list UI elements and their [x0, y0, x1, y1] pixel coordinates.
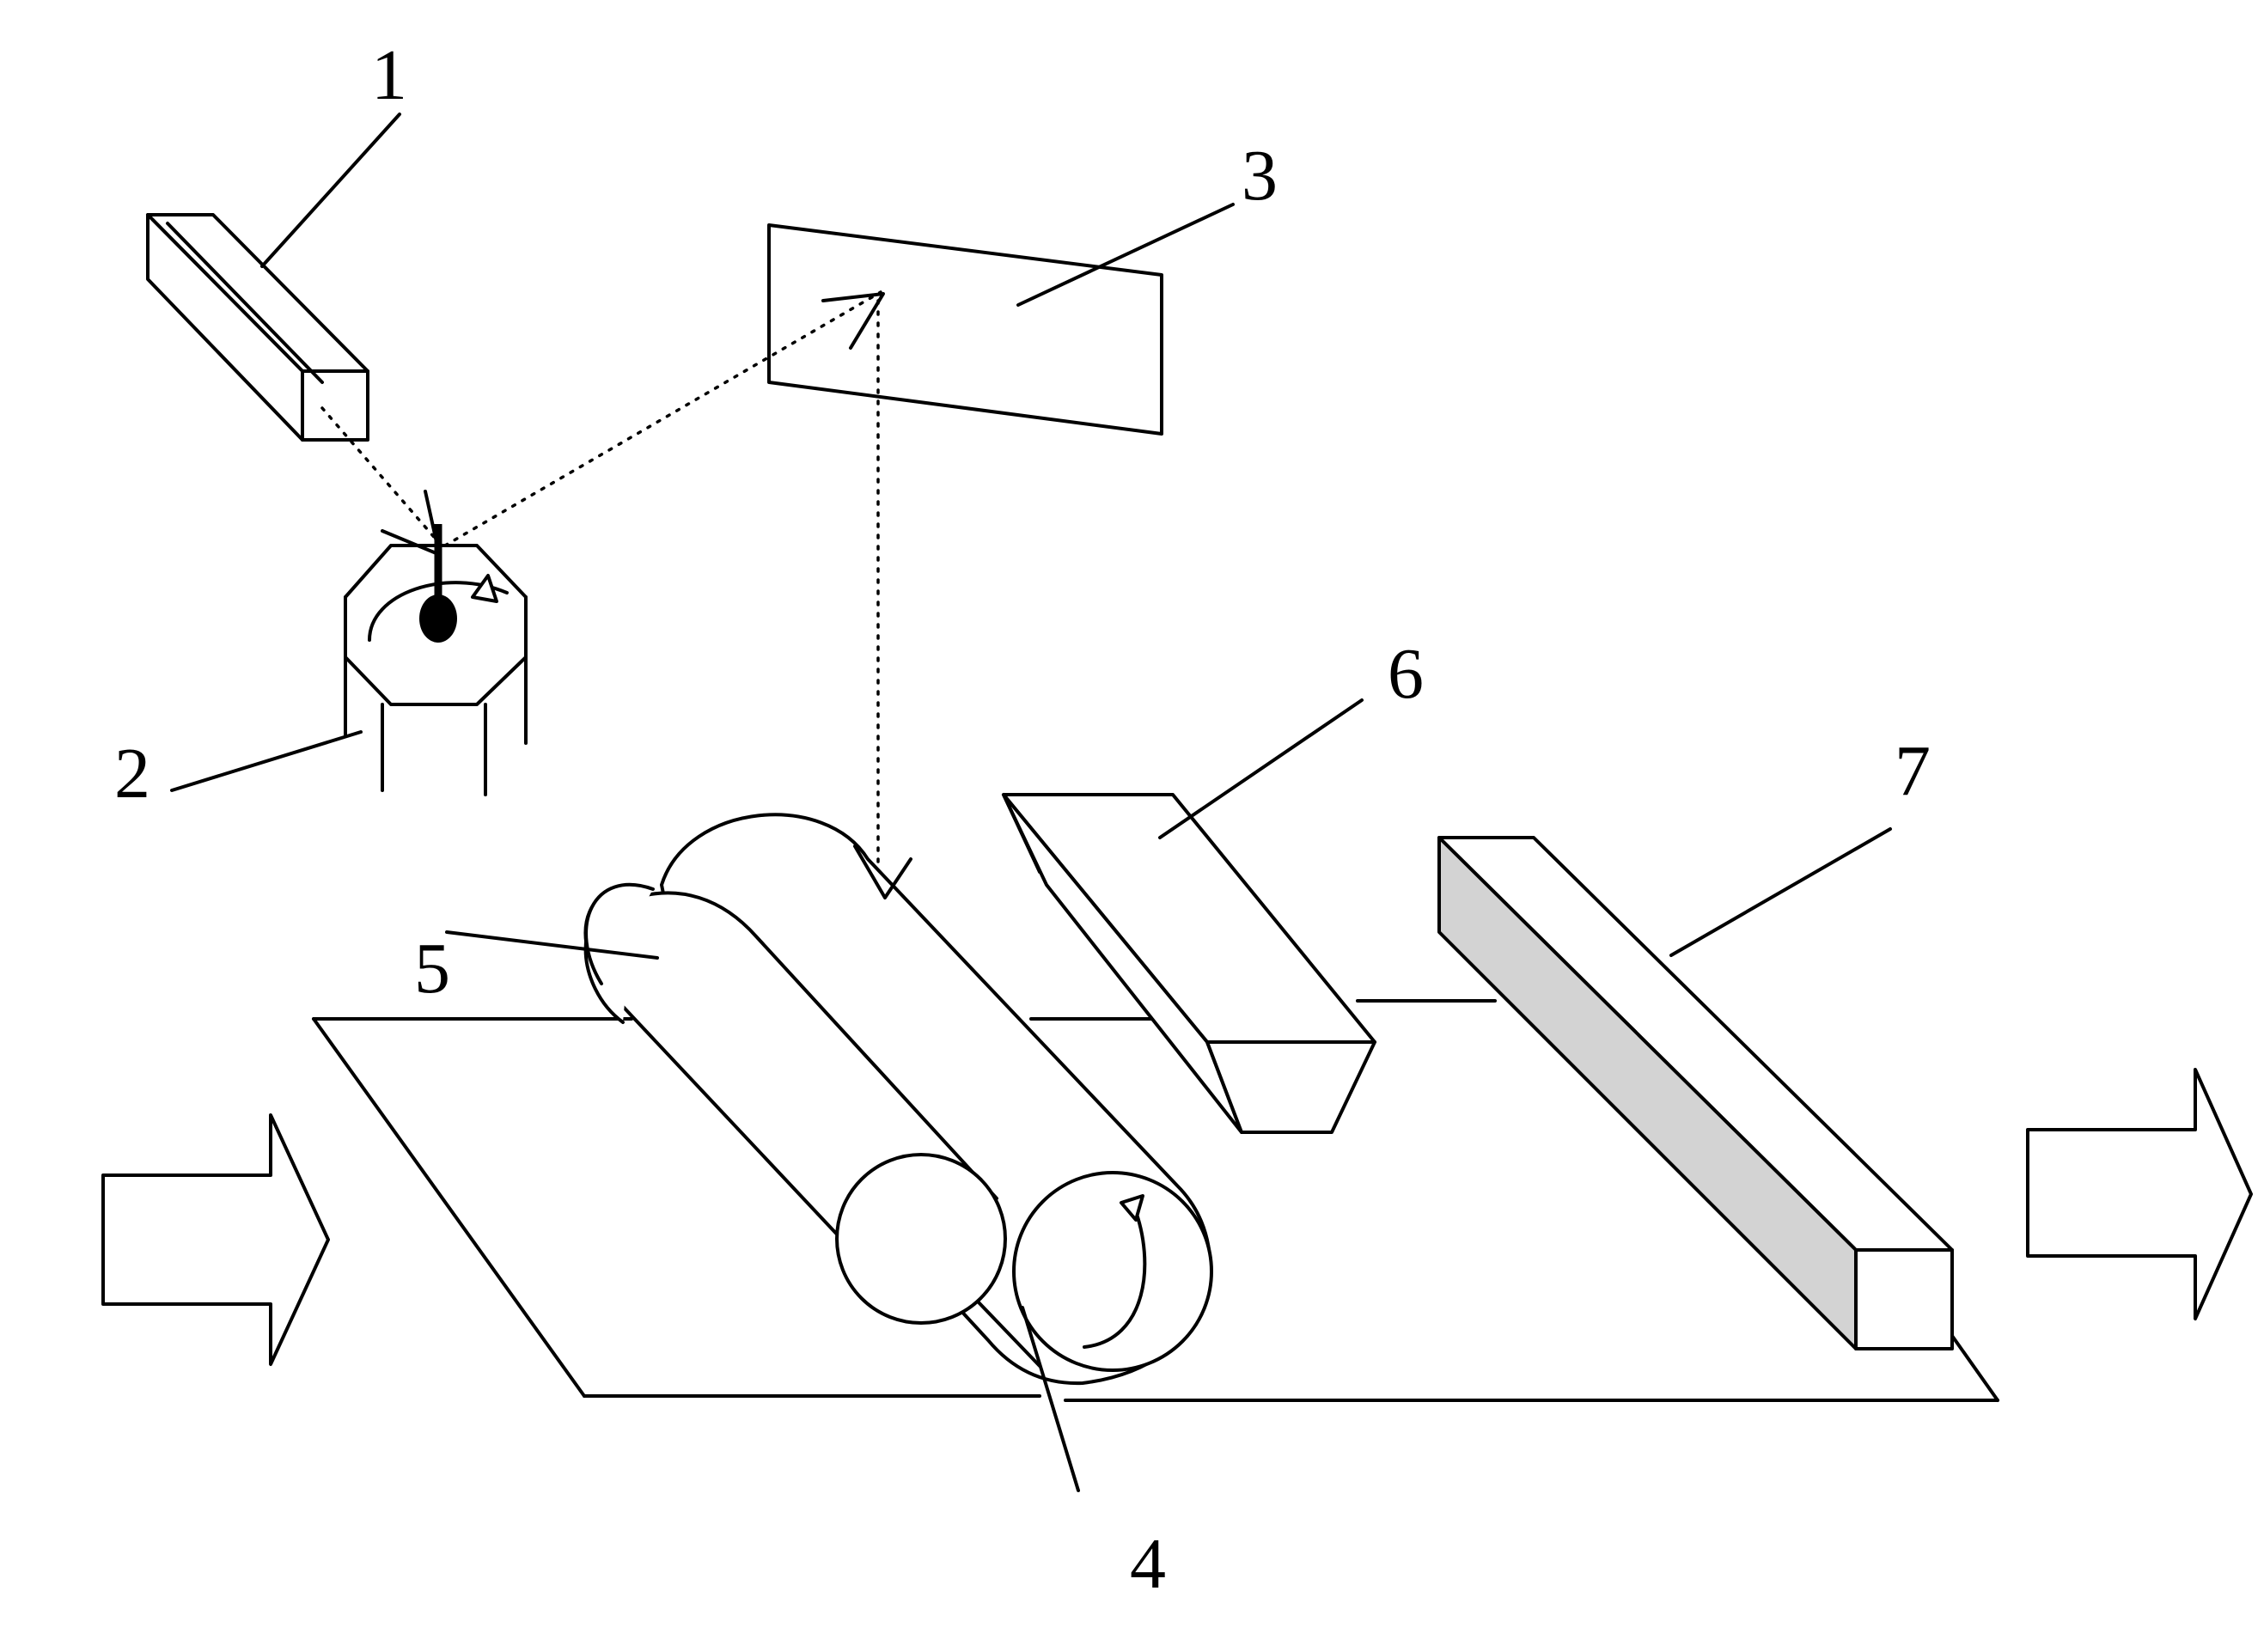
- label-6: 6: [1388, 634, 1424, 714]
- leader-lines: [170, 113, 1892, 1492]
- projection-screen: [767, 223, 1163, 436]
- label-1: 1: [371, 35, 407, 115]
- roller-rotation-arrow-icon: [1120, 1194, 1144, 1222]
- label-5: 5: [414, 929, 450, 1009]
- rotation-arrowhead-icon: [471, 574, 498, 603]
- input-arrow-icon: [101, 1113, 330, 1366]
- laser-beams: [320, 290, 882, 895]
- scanner-unit: [344, 490, 528, 796]
- roller-assembly: [583, 813, 1213, 1386]
- leveling-bar: [1437, 836, 1954, 1350]
- label-7: 7: [1895, 731, 1931, 811]
- label-2: 2: [114, 734, 150, 814]
- label-3: 3: [1242, 136, 1278, 216]
- laser-source: [146, 213, 369, 442]
- beam-arrowhead-icon: [821, 292, 885, 350]
- scraper-blade: [1002, 793, 1376, 1134]
- label-4: 4: [1130, 1524, 1166, 1604]
- conveyor-platform: [312, 999, 1999, 1402]
- output-arrow-icon: [2026, 1068, 2253, 1320]
